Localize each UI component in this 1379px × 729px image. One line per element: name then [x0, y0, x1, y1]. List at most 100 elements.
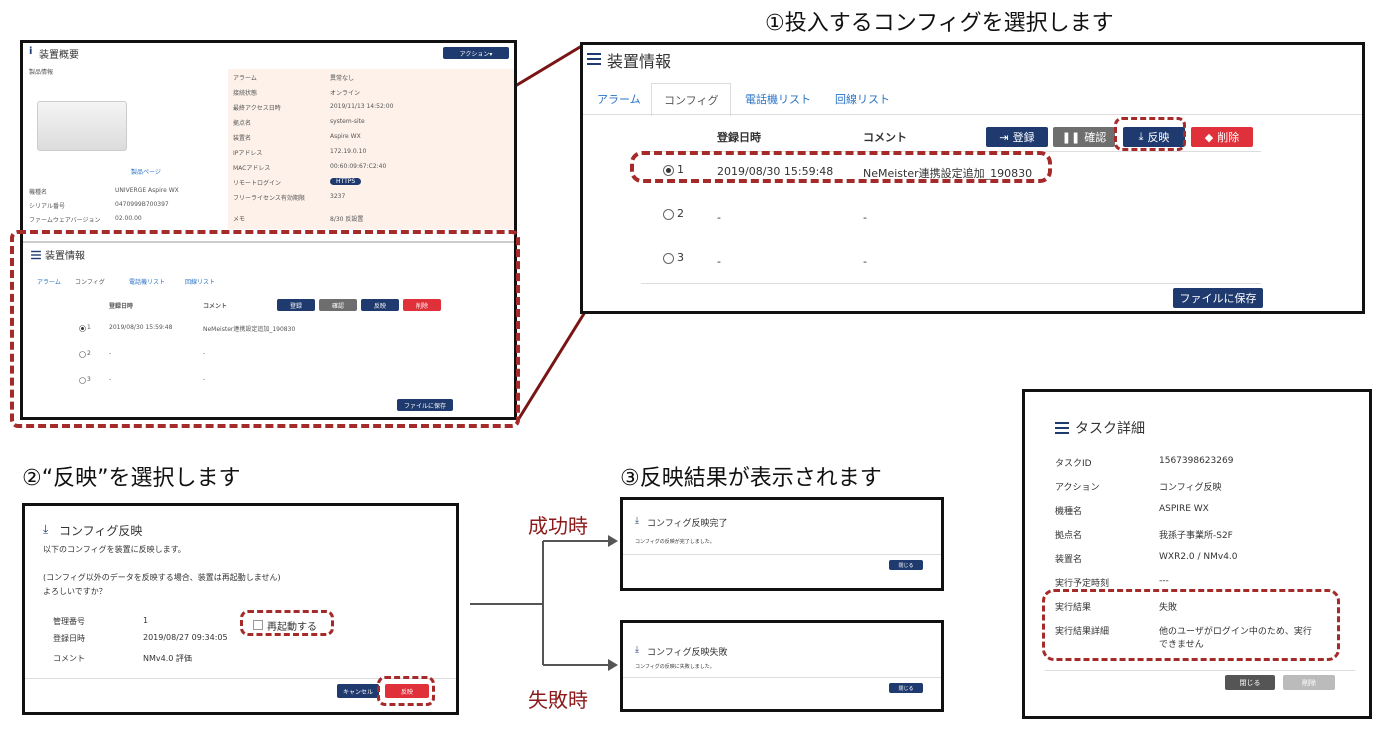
col-comment: コメント: [863, 131, 907, 144]
task-row-label: 装置名: [1055, 555, 1083, 565]
task-row-label: 機種名: [1055, 507, 1083, 517]
success-close-button[interactable]: 閉じる: [889, 560, 923, 570]
comment-label: コメント: [53, 654, 85, 663]
device-info-panel: 装置情報 アラーム コンフィグ 電話機リスト 回線リスト 登録日時 コメント ⇥…: [580, 42, 1365, 314]
row1-radio-small[interactable]: [79, 325, 86, 332]
tab-line-list[interactable]: 回線リスト: [835, 93, 890, 106]
task-row-value: 我孫子事業所-S2F: [1159, 531, 1233, 541]
list-icon: [31, 250, 41, 260]
row1-date-small: 2019/08/30 15:59:48: [109, 324, 173, 331]
row2-comment: -: [863, 211, 867, 224]
row1-radio[interactable]: [663, 165, 674, 176]
confirm-button[interactable]: ❚❚確認: [1053, 127, 1115, 147]
info-label: メモ: [233, 216, 246, 223]
reg-date-label: 登録日時: [53, 634, 85, 643]
info-label: MACアドレス: [233, 165, 271, 172]
task-delete-button[interactable]: 削除: [1283, 675, 1335, 690]
row2-comment-small: -: [203, 350, 206, 357]
delete-button[interactable]: ◆削除: [1191, 127, 1253, 147]
device-image: [37, 101, 127, 151]
info-table-bg: [228, 69, 514, 229]
manage-num-value: 1: [143, 616, 149, 625]
register-icon: ⇥: [999, 130, 1009, 144]
task-row-label: 実行予定時刻: [1055, 579, 1110, 589]
row1-date: 2019/08/30 15:59:48: [717, 165, 834, 178]
row2-radio[interactable]: [663, 209, 674, 220]
info-value: 172.19.0.10: [330, 148, 367, 155]
info-label: 接続状態: [233, 90, 258, 97]
apply-fail-dialog: ⤓ コンフィグ反映失敗 コンフィグの反映に失敗しました。 閉じる: [620, 620, 944, 712]
row3-num: 3: [677, 251, 684, 264]
highlight-device-info-small: [10, 230, 520, 428]
tab-lines-small[interactable]: 回線リスト: [185, 279, 216, 286]
arrow-success-icon: [608, 535, 618, 547]
apply-dialog-line3: よろしいですか？: [43, 587, 107, 596]
fail-divider: [623, 677, 941, 678]
download-icon: ⤓: [635, 516, 639, 526]
success-title: コンフィグ反映完了: [647, 519, 728, 529]
highlight-result: [1042, 589, 1340, 661]
task-detail-title: タスク詳細: [1075, 421, 1145, 437]
info-value: 00:60:09:67:C2:40: [330, 163, 387, 170]
row3-radio-small[interactable]: [79, 377, 86, 384]
download-icon: ⤓: [43, 522, 49, 536]
reboot-checkbox[interactable]: [253, 620, 263, 630]
cancel-button[interactable]: キャンセル: [337, 684, 379, 698]
confirm-apply-button[interactable]: 反映: [385, 684, 429, 698]
task-row-value: WXR2.0 / NMv4.0: [1159, 552, 1238, 562]
row2-radio-small[interactable]: [79, 351, 86, 358]
save-file-button[interactable]: ファイルに保存: [1173, 288, 1263, 308]
product-page-link[interactable]: 製品ページ: [131, 169, 161, 176]
tab-phone-list[interactable]: 電話機リスト: [745, 93, 811, 106]
highlight-apply-button: [1114, 117, 1186, 151]
register-button[interactable]: ⇥登録: [986, 127, 1048, 147]
divider: [23, 241, 514, 243]
task-close-button[interactable]: 閉じる: [1225, 675, 1275, 690]
confirm-button-small[interactable]: 確認: [319, 299, 357, 311]
apply-button-small[interactable]: 反映: [361, 299, 399, 311]
delete-button-small[interactable]: 削除: [403, 299, 441, 311]
info-value: 3237: [330, 193, 346, 200]
highlight-reboot: [240, 610, 334, 636]
apply-dialog-title: コンフィグ反映: [59, 524, 143, 538]
register-button-small[interactable]: 登録: [277, 299, 315, 311]
tab-config[interactable]: コンフィグ: [651, 83, 732, 116]
summary-label: ファームウェアバージョン: [29, 217, 101, 224]
info-label: リモートログイン: [233, 180, 282, 187]
list-icon: [1055, 422, 1069, 434]
row3-comment-small: -: [203, 376, 206, 383]
summary-label: シリアル番号: [29, 203, 65, 210]
tab-alarm[interactable]: アラーム: [597, 93, 641, 106]
dialog-divider: [25, 678, 456, 679]
fail-close-button[interactable]: 閉じる: [889, 683, 923, 693]
apply-success-dialog: ⤓ コンフィグ反映完了 コンフィグの反映が完了しました。 閉じる: [620, 497, 944, 591]
info-value: HTTPS: [330, 178, 362, 185]
info-label: アラーム: [233, 75, 257, 82]
tab-config-small[interactable]: コンフィグ: [75, 279, 105, 286]
tab-alarm-small[interactable]: アラーム: [37, 279, 61, 286]
row3-radio[interactable]: [663, 253, 674, 264]
highlight-confirm-apply: [377, 676, 435, 706]
apply-button[interactable]: ⤓反映: [1123, 127, 1185, 147]
arrow-fail-icon: [608, 659, 618, 671]
comment-value: NMv4.0 評価: [143, 654, 192, 663]
info-label: 装置名: [233, 135, 252, 142]
device-info-title-small: 装置情報: [45, 251, 85, 262]
info-label: IPアドレス: [233, 150, 263, 157]
save-file-button-small[interactable]: ファイルに保存: [397, 399, 453, 411]
row3-num-small: 3: [87, 376, 91, 383]
info-value: Aspire WX: [330, 133, 361, 140]
row3-date-small: -: [109, 376, 112, 383]
summary-value: 0470999B700397: [115, 201, 169, 208]
action-button[interactable]: アクション▾: [443, 47, 509, 59]
row2-date: -: [717, 211, 721, 224]
task-row-value: ---: [1159, 576, 1169, 586]
tab-phones-small[interactable]: 電話機リスト: [129, 279, 166, 286]
step3-annotation: ③反映結果が表示されます: [620, 466, 882, 491]
info-value: 2019/11/13 14:52:00: [330, 103, 394, 110]
reg-date-value: 2019/08/27 09:34:05: [143, 633, 228, 642]
row2-num: 2: [677, 207, 684, 220]
list-icon: [587, 53, 601, 65]
row3-date: -: [717, 255, 721, 268]
